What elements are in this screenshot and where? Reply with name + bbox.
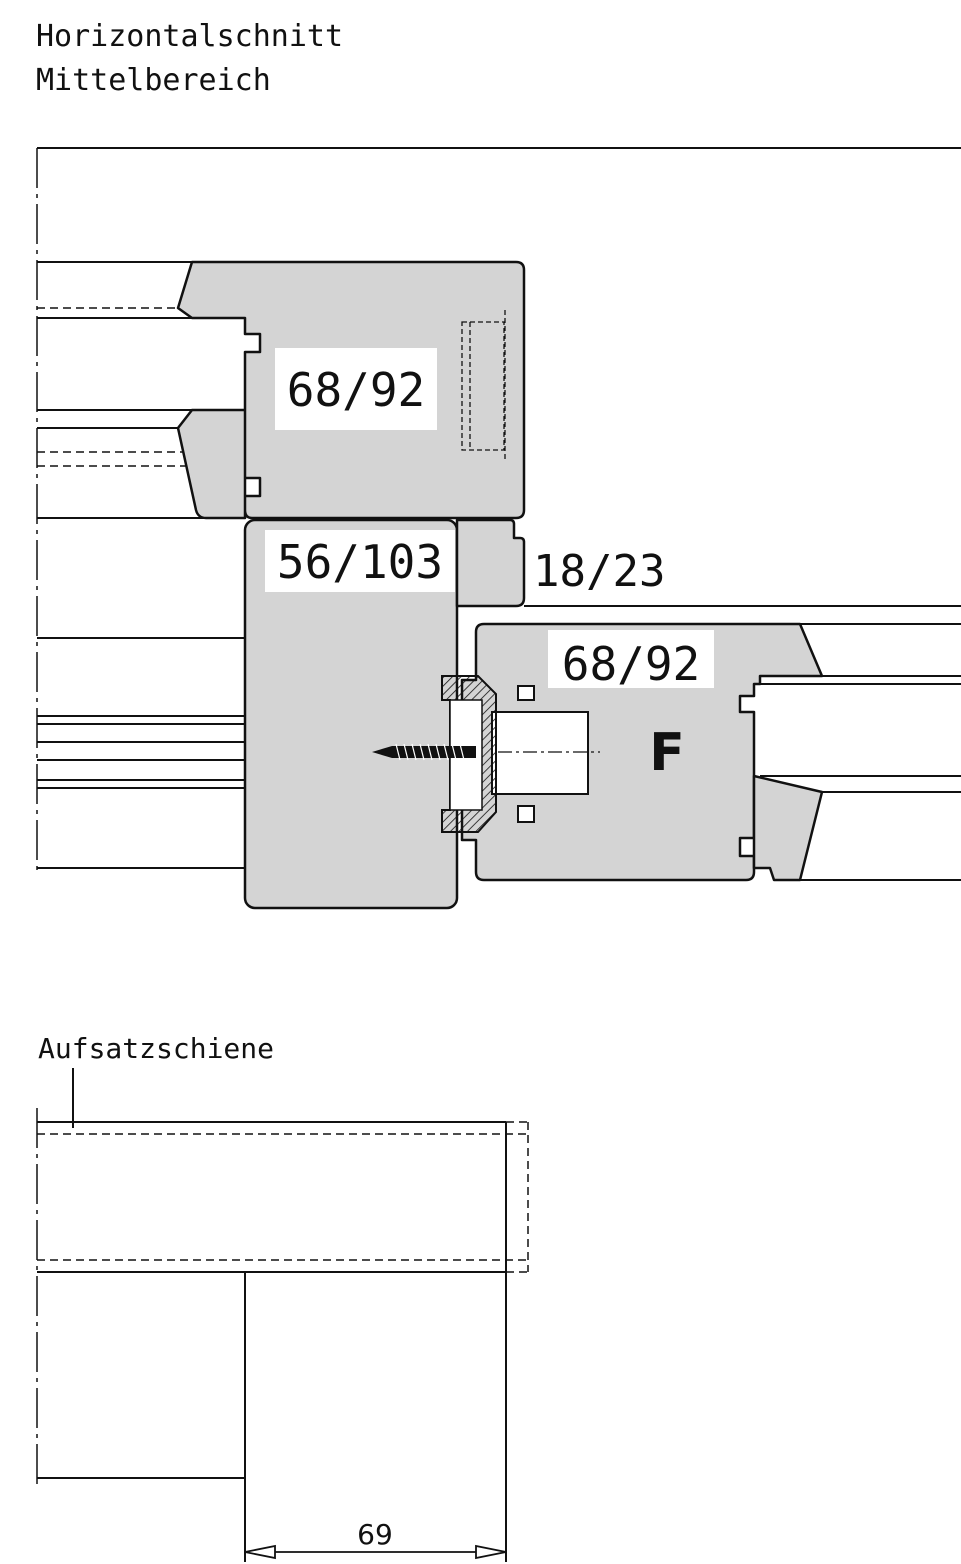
- screw-icon: [372, 743, 476, 761]
- upper-sash-label-bg: [275, 348, 437, 430]
- rail-label: Aufsatzschiene: [38, 1032, 274, 1065]
- frame-profile: 56/103: [243, 518, 459, 910]
- rail-section: [36, 1068, 507, 1562]
- rail-dashed-outline: [37, 1121, 529, 1273]
- drawing-title: Horizontalschnitt: [36, 19, 343, 54]
- lower-sash-label: 68/92: [562, 637, 700, 691]
- frame-label: 56/103: [277, 535, 443, 589]
- hinge-fitting: [372, 675, 600, 833]
- glazing-lines-right: [524, 605, 961, 881]
- glazing-lines-left: [37, 261, 245, 869]
- frame-label-bg: [265, 530, 455, 592]
- dimension-69: [244, 1544, 507, 1560]
- dimension-label: 69: [357, 1518, 393, 1551]
- upper-sash-label: 68/92: [287, 363, 425, 417]
- lower-sash-label-bg: [548, 630, 714, 688]
- section-outline: [36, 147, 961, 870]
- fitting-mark: F: [649, 723, 685, 783]
- stop-bead-profile: 18/23: [455, 518, 665, 608]
- stop-bead-label: 18/23: [533, 546, 665, 597]
- drawing-subtitle: Mittelbereich: [36, 63, 271, 98]
- upper-sash-profile: 68/92: [176, 260, 526, 520]
- lower-sash-profile: 68/92: [460, 622, 824, 882]
